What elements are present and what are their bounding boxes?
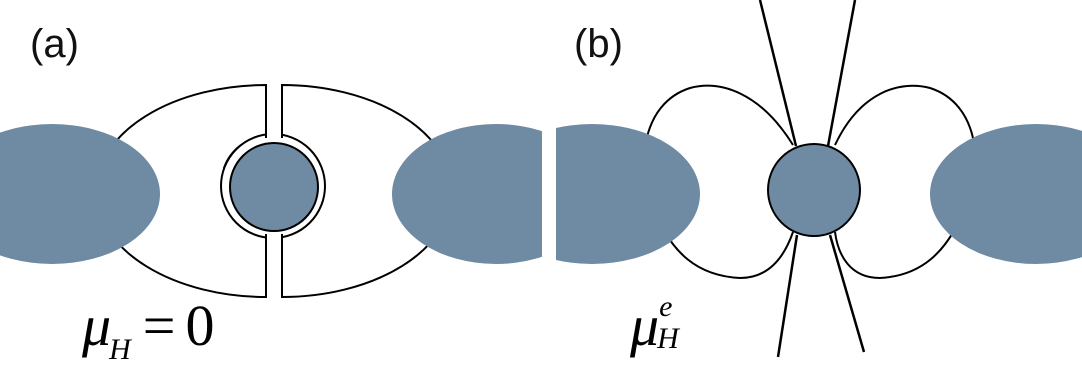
formula-a-symbol: μ	[82, 293, 112, 358]
right-blob-b	[930, 124, 1082, 264]
line-upper-left	[758, 0, 798, 147]
line-lower-left	[776, 234, 799, 358]
center-disc-a	[229, 142, 319, 232]
panel-b-label: (b)	[574, 22, 623, 66]
formula-a-value: 0	[185, 293, 215, 358]
formula-a-relation: =	[142, 293, 176, 358]
center-disc-b	[767, 143, 861, 237]
ring-gap-bottom	[267, 228, 281, 244]
formula-b-symbol: μ	[630, 293, 660, 358]
panel-a-label: (a)	[30, 22, 79, 66]
right-blob-a	[392, 124, 542, 264]
ring-gap-top	[267, 128, 281, 144]
line-upper-right	[826, 0, 857, 147]
formula-b-superscript: e	[659, 290, 673, 323]
formula-b-subscript: H	[657, 322, 679, 355]
panel-a	[0, 83, 542, 299]
left-blob-a	[0, 124, 160, 264]
formula-a-subscript: H	[109, 333, 131, 366]
panel-b	[556, 0, 1082, 358]
formula-a: μH =0	[82, 292, 215, 367]
line-lower-right	[828, 234, 866, 353]
left-blob-b	[556, 124, 700, 264]
